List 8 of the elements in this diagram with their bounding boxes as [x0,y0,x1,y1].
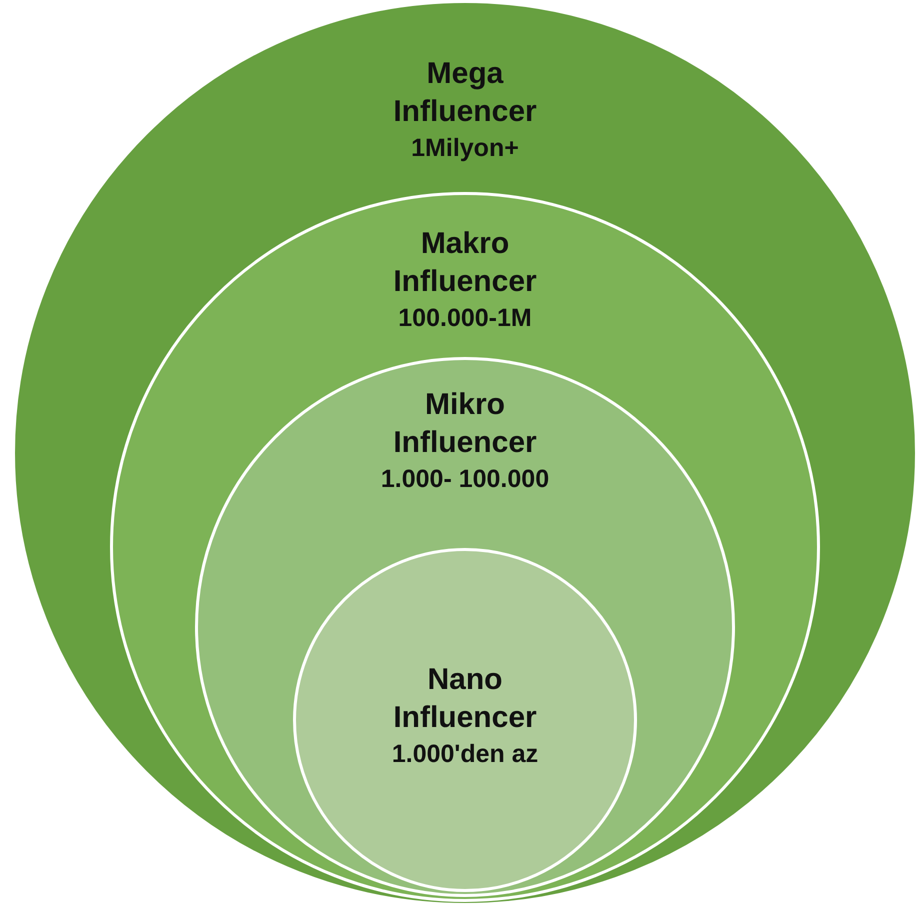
tier-title: Mikro Influencer [392,387,538,461]
follower-range: 1Milyon+ [410,133,520,164]
follower-range: 100.000-1M [397,303,533,334]
follower-range: 1.000'den az [390,739,540,770]
tier-title: Nano Influencer [392,662,538,736]
follower-range: 1.000- 100.000 [380,464,550,495]
tier-title: Mega Influencer [392,56,538,130]
tier-title: Makro Influencer [392,226,538,300]
